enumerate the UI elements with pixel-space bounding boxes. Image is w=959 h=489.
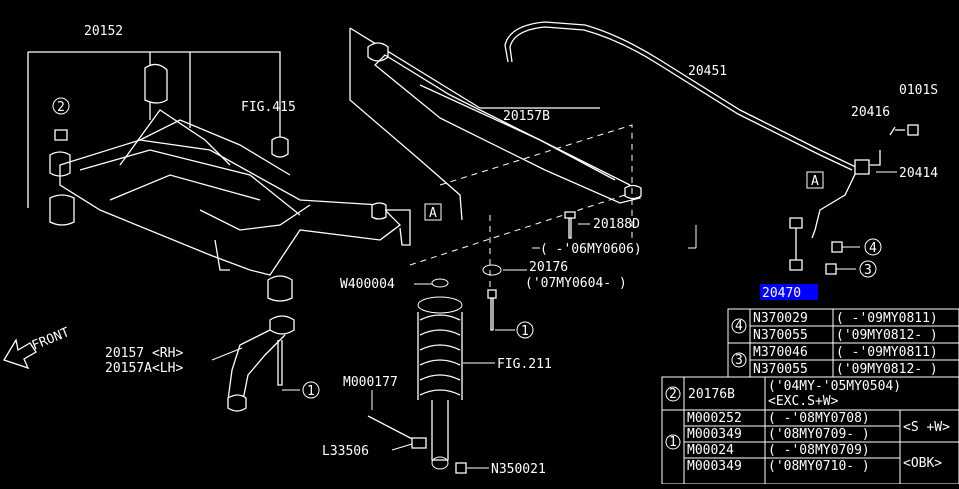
label-20416: 20416 xyxy=(851,105,890,120)
label-20157-rh: 20157 <RH> xyxy=(105,346,183,361)
table-lower-part: M000349 xyxy=(687,459,742,474)
table-upper-part: N370055 xyxy=(753,362,808,377)
stabilizer-bar[interactable] xyxy=(504,21,919,239)
table-lower-part: M00024 xyxy=(687,443,734,458)
table-lower-head-range1: ('04MY-'05MY0504) xyxy=(768,379,901,394)
table-lower-group2: <OBK> xyxy=(903,456,942,471)
ref-box-a-left-label: A xyxy=(429,206,437,221)
table-upper-part: N370055 xyxy=(753,328,808,343)
label-front: FRONT xyxy=(30,325,72,354)
table-upper-part: N370029 xyxy=(753,311,808,326)
bracket-my0606 xyxy=(532,225,697,249)
callout-circle-1-lower-number: 1 xyxy=(307,384,315,399)
table-lower-num: 1 xyxy=(669,435,677,450)
table-lower-range: ( -'08MY0709) xyxy=(768,443,870,458)
label-20470[interactable]: 20470 xyxy=(762,286,801,301)
front-arrow-icon xyxy=(3,338,37,370)
table-upper-part: M370046 xyxy=(753,345,808,360)
highlight-20470 xyxy=(760,284,818,300)
label-m000177: M000177 xyxy=(343,375,398,390)
table-upper-num-4: 4 xyxy=(735,319,743,334)
table-lower-range: ('08MY0709- ) xyxy=(768,427,870,442)
table-upper-range: ('09MY0812- ) xyxy=(836,328,938,343)
label-my0606: ( -'06MY0606) xyxy=(540,242,642,257)
shock-absorber[interactable] xyxy=(367,278,467,474)
callout-circle-1-upper xyxy=(516,321,534,339)
label-l33506: L33506 xyxy=(322,444,369,459)
callout-circle-1-upper-number: 1 xyxy=(521,324,529,339)
table-lower-head-num: 2 xyxy=(669,387,677,402)
label-fig415: FIG.415 xyxy=(241,100,296,115)
leader-20157 xyxy=(211,347,243,361)
table-lower-part: M000349 xyxy=(687,427,742,442)
ref-box-a-right xyxy=(806,171,824,189)
label-20152: 20152 xyxy=(84,24,123,39)
bolt-20188d[interactable] xyxy=(564,211,576,239)
table-lower-range: ( -'08MY0708) xyxy=(768,411,870,426)
label-20414: 20414 xyxy=(899,166,938,181)
ref-box-a-left xyxy=(424,203,442,221)
trailing-link[interactable] xyxy=(349,27,642,300)
label-20157a-lh: 20157A<LH> xyxy=(105,361,183,376)
leader-l33506 xyxy=(391,443,413,451)
callout-circle-2 xyxy=(52,97,70,115)
label-20176: 20176 xyxy=(529,260,568,275)
lateral-link[interactable] xyxy=(227,315,295,412)
table-upper-range: ( -'09MY0811) xyxy=(836,345,938,360)
callout-circle-3 xyxy=(859,260,877,278)
label-20451: 20451 xyxy=(688,64,727,79)
rear-crossmember[interactable] xyxy=(27,51,411,302)
label-w400004: W400004 xyxy=(340,277,395,292)
label-20157b: 20157B xyxy=(503,109,550,124)
table-upper-num-3: 3 xyxy=(735,353,743,368)
callout-circle-1-lower xyxy=(302,381,320,399)
callout-circle-3-number: 3 xyxy=(864,263,872,278)
table-lower-head-part: 20176B xyxy=(688,387,735,402)
table-lower-group1: <S +W> xyxy=(903,420,950,435)
callout-circle-4 xyxy=(864,238,882,256)
stabilizer-link[interactable] xyxy=(789,217,860,275)
table-upper-range: ('09MY0812- ) xyxy=(836,362,938,377)
label-n350021: N350021 xyxy=(491,462,546,477)
table-lower-range: ('08MY0710- ) xyxy=(768,459,870,474)
label-fig211: FIG.211 xyxy=(497,357,552,372)
callout-circle-2-number: 2 xyxy=(57,100,65,115)
label-20188d: 20188D xyxy=(593,217,640,232)
label-0101s: 0101S xyxy=(899,83,938,98)
ref-box-a-right-label: A xyxy=(811,174,819,189)
table-lower-head-range2: <EXC.S+W> xyxy=(768,394,839,409)
label-my0604: ('07MY0604- ) xyxy=(525,276,627,291)
table-lower-part: M000252 xyxy=(687,411,742,426)
bolt-upper[interactable] xyxy=(487,289,497,331)
table-upper-range: ( -'09MY0811) xyxy=(836,311,938,326)
washer-20176[interactable] xyxy=(482,264,502,276)
bushing-nut[interactable] xyxy=(54,129,68,141)
callout-circle-4-number: 4 xyxy=(869,241,877,256)
